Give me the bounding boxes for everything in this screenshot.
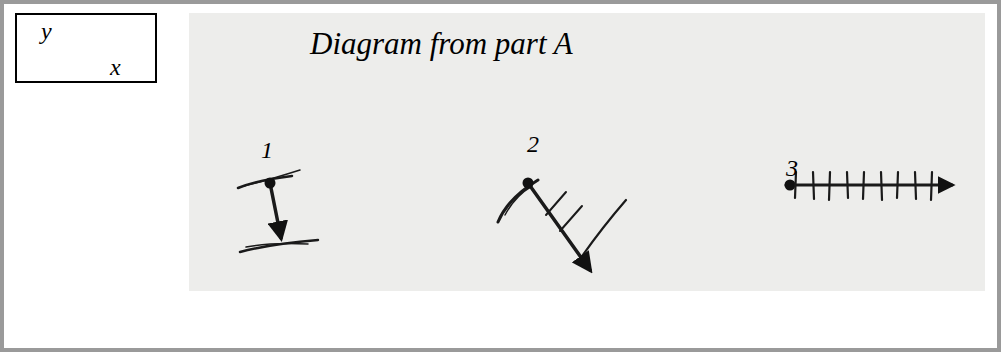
hatch-tick [931,172,932,200]
axis-label: y [41,19,52,43]
hatch-tick [829,172,830,200]
sketch-1 [238,170,318,252]
axis-label: x [110,55,121,79]
hatch-tick [813,172,814,199]
figure-number: 3 [786,156,798,180]
hatch-tick [863,172,864,199]
sketch-2 [498,178,626,271]
hatch-tick [881,172,882,200]
figure-number: 2 [527,132,539,156]
diagram-title: Diagram from part A [310,28,573,59]
hatch-tick [915,172,916,199]
figure-number: 1 [261,138,273,162]
hatch-tick [897,172,898,198]
axes-box: yx [15,13,157,83]
sketch-3 [785,172,953,200]
hatch-tick [847,172,848,198]
